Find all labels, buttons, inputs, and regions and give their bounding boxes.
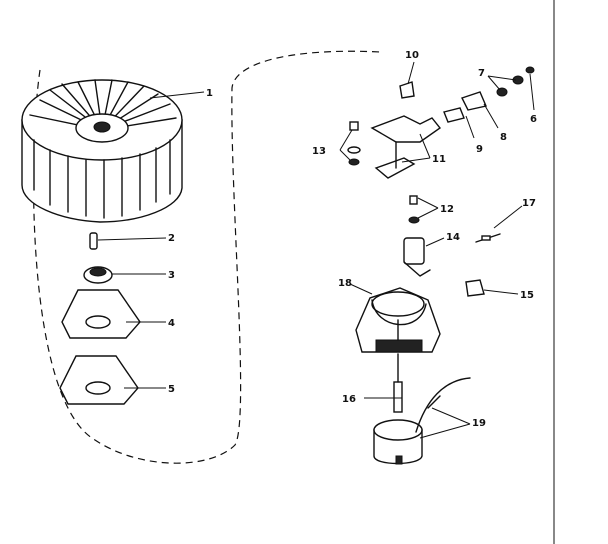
label-14: 14 (446, 232, 460, 243)
label-2: 2 (168, 233, 175, 244)
label-9: 9 (476, 144, 483, 155)
screws-part-13 (347, 121, 361, 166)
pad-part-15 (465, 279, 485, 297)
label-6: 6 (530, 114, 537, 125)
label-4: 4 (168, 318, 175, 329)
plate-part-5 (59, 355, 139, 405)
label-5: 5 (168, 384, 175, 395)
label-3: 3 (168, 270, 175, 281)
clip-part-10 (399, 81, 415, 99)
left-leaders (97, 91, 205, 389)
label-1: 1 (206, 88, 213, 99)
parts-6-7-8-9 (443, 66, 535, 123)
dashed-group-outline (32, 50, 381, 464)
label-15: 15 (520, 290, 534, 301)
cup-part-19 (373, 377, 471, 465)
label-8: 8 (500, 132, 507, 143)
housing-part-18 (355, 287, 441, 353)
label-7: 7 (478, 68, 485, 79)
label-16: 16 (342, 394, 356, 405)
label-18: 18 (338, 278, 352, 289)
capacitor-part-14 (403, 237, 431, 277)
label-12: 12 (440, 204, 454, 215)
nut-part-3 (83, 266, 113, 284)
label-10: 10 (405, 50, 419, 61)
wire-part-17 (475, 233, 501, 243)
flywheel-part-1 (21, 79, 183, 223)
label-13: 13 (312, 146, 326, 157)
plate-part-4 (61, 289, 141, 339)
shaft-part-16 (393, 353, 403, 413)
label-17: 17 (522, 198, 536, 209)
label-19: 19 (472, 418, 486, 429)
label-11: 11 (432, 154, 446, 165)
bracket-part-11 (370, 115, 442, 179)
screw-part-12 (408, 195, 420, 224)
right-leaders (339, 61, 535, 439)
key-part-2 (89, 232, 98, 250)
